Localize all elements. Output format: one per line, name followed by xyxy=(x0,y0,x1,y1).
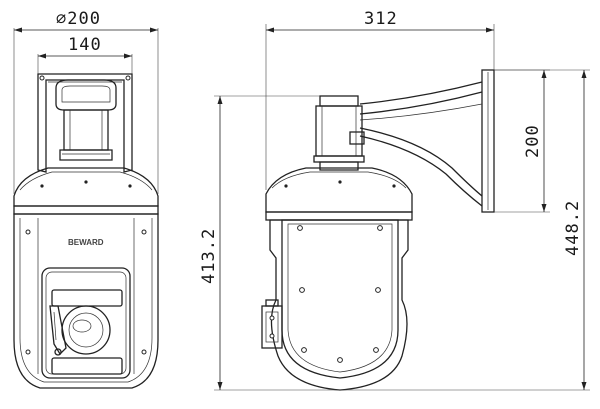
side-mount-neck xyxy=(313,95,365,171)
dim-label-housing-diameter: ∅200 xyxy=(56,9,101,29)
front-mount-arm xyxy=(55,79,117,161)
side-view: 312 200 413.2 448.2 xyxy=(199,9,590,391)
side-connector xyxy=(261,299,283,349)
dim-label-bracket-height: 200 xyxy=(523,124,543,158)
dim-bracket-height: 200 xyxy=(494,69,550,213)
front-dome-cap xyxy=(13,167,159,215)
side-wall-plate xyxy=(481,69,495,213)
dim-label-camera-height: 413.2 xyxy=(199,228,219,284)
dim-camera-height: 413.2 xyxy=(199,95,340,391)
dim-housing-diameter: ∅200 xyxy=(13,9,159,194)
dim-mount-reach: 312 xyxy=(265,9,495,190)
dim-label-bracket-width: 140 xyxy=(68,35,102,55)
brand-logo: BEWARD xyxy=(68,238,104,247)
side-dome-cap xyxy=(265,167,413,221)
dim-total-height: 448.2 xyxy=(340,69,590,391)
dim-label-total-height: 448.2 xyxy=(563,200,583,256)
front-view: BEWARD ∅200 xyxy=(13,9,159,389)
dim-bracket-width: 140 xyxy=(37,35,133,74)
front-wall-plate xyxy=(37,73,133,173)
side-bracket-arm xyxy=(359,81,483,207)
front-camera-window xyxy=(41,267,131,379)
front-body: BEWARD xyxy=(13,213,159,389)
side-body xyxy=(269,219,409,391)
dim-label-mount-reach: 312 xyxy=(364,9,398,29)
